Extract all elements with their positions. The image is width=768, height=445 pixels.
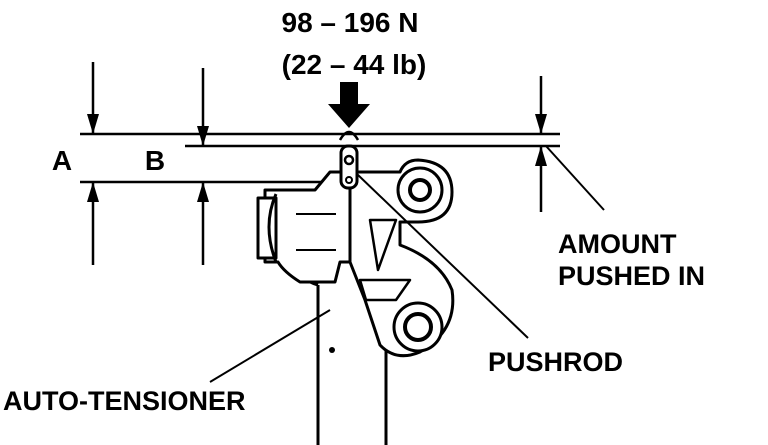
upper-boss [396, 166, 444, 214]
dimension-a-label: A [52, 145, 72, 176]
dimension-arrowheads [87, 114, 547, 202]
pushrod-assembly [338, 130, 360, 190]
lower-boss [392, 301, 444, 353]
rivet-dot [329, 347, 335, 353]
auto-tensioner-label: AUTO-TENSIONER [3, 386, 246, 416]
dimension-lines [80, 62, 560, 265]
force-pound-label: (22 – 44 lb) [282, 49, 427, 80]
force-arrow-icon [328, 82, 370, 128]
amount-pushed-in-label-line2: PUSHED IN [558, 261, 705, 291]
force-newton-label: 98 – 196 N [282, 7, 419, 38]
dimension-b-label: B [145, 145, 165, 176]
pushrod-label: PUSHROD [488, 347, 623, 377]
leader-lines [209, 145, 605, 383]
amount-pushed-in-label-line1: AMOUNT [558, 229, 677, 259]
